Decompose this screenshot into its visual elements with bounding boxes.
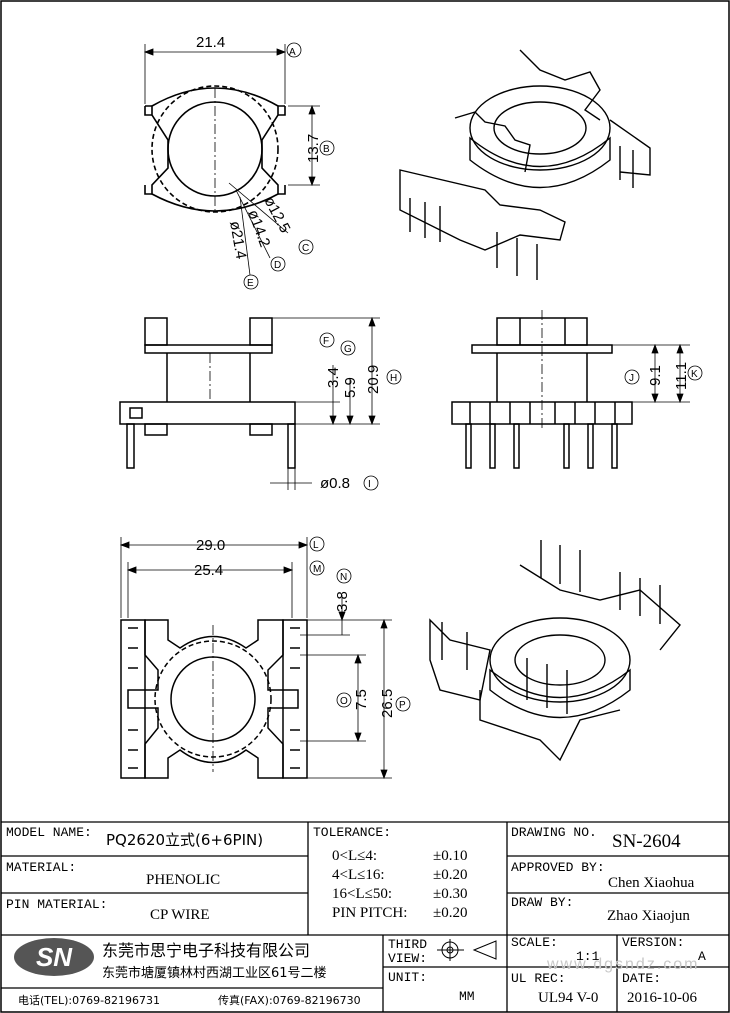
iso-view-bottom [429,540,681,762]
side-view-left [119,317,296,469]
pin-material-label: PIN MATERIAL: [6,897,108,912]
dim-l-text: 29.0 [196,537,225,554]
dim-e-tag: E [247,278,254,289]
dim-tags-side [319,332,402,491]
dim-lines-side [270,316,380,490]
draw-label: DRAW BY: [511,895,574,910]
tol-range-2: 16<L≤50: [332,886,393,902]
model-value: PQ2620立式(6+6PIN) [106,831,264,849]
dim-lines-top [143,44,320,276]
dim-l-tag: L [313,540,319,551]
iso-view-top [399,49,651,280]
ul-label: UL REC: [511,971,566,986]
dim-lines-right [612,343,690,404]
tol-value-1: ±0.20 [433,867,468,883]
dim-c-tag: C [302,243,309,254]
dim-p-text: 26.5 [379,689,396,718]
dim-g-tag: G [344,344,352,355]
dim-k-tag: K [691,369,698,380]
company-address: 东莞市塘厦镇林村西湖工业区61号二楼 [102,966,327,981]
material-value: PHENOLIC [146,872,221,888]
dim-n-text: 3.8 [334,591,351,612]
third-angle-symbol [437,939,497,961]
dim-m-text: 25.4 [194,562,223,579]
dim-o-text: 7.5 [353,689,370,710]
dim-b-tag: B [323,144,330,155]
title-block-grid [1,821,729,1012]
company-fax: 传真(FAX):0769-82196730 [218,994,361,1007]
dim-g-text: 3.4 [325,367,342,388]
tol-value-0: ±0.10 [433,848,468,864]
date-value: 2016-10-06 [627,990,697,1006]
title-block: MODEL NAME: PQ2620立式(6+6PIN) MATERIAL: P… [0,821,730,1013]
dim-91-text: 9.1 [647,365,664,386]
tol-value-2: ±0.30 [433,886,468,902]
drawing-no-label: DRAWING NO. [511,825,597,840]
company-logo: SN [14,938,94,976]
dim-d-tag: D [274,260,281,271]
model-label: MODEL NAME: [6,825,92,840]
top-view-upper [144,85,286,213]
dim-lines-bottom [119,537,392,780]
dim-f-tag: F [323,336,329,347]
material-label: MATERIAL: [6,860,77,875]
website-watermark: www.dgsndz.com [547,956,700,973]
tol-value-3: ±0.20 [433,905,468,921]
scale-label: SCALE: [511,935,558,950]
third-label: THIRD [388,937,428,952]
dim-o-tag: O [340,696,348,707]
dim-h-tag: H [390,373,397,384]
dim-59-text: 5.9 [342,377,359,398]
unit-label: UNIT: [388,970,428,985]
version-label: VERSION: [622,935,685,950]
tolerance-label: TOLERANCE: [313,825,392,840]
ul-value: UL94 V-0 [538,990,599,1006]
side-view-right [451,310,633,469]
dim-a-tag: A [289,47,296,58]
dim-m-tag: M [313,564,321,575]
dim-tags-right [624,365,703,385]
company-tel: 电话(TEL):0769-82196731 [18,994,161,1007]
dim-j-tag: J [629,373,634,384]
draw-value: Zhao Xiaojun [607,908,690,924]
dim-a-text: 21.4 [196,34,225,51]
dim-e-text: ø21.4 [226,220,249,261]
dim-tags-bottom [309,536,411,712]
dim-n-tag: N [340,572,347,583]
bottom-view [120,619,308,779]
pin-material-value: CP WIRE [150,907,210,923]
tol-range-3: PIN PITCH: [332,905,408,921]
dim-tags-top [243,42,335,290]
unit-value: MM [459,989,475,1004]
scale-value: 1:1 [576,949,600,964]
dim-i-tag: I [368,479,371,490]
dim-b-text: 13.7 [305,134,322,163]
view-label: VIEW: [388,951,428,966]
drawing-no-value: SN-2604 [612,831,681,852]
dim-h-text: 20.9 [365,365,382,394]
tol-range-1: 4<L≤16: [332,867,385,883]
approved-value: Chen Xiaohua [608,875,695,891]
dim-i-text: ø0.8 [320,475,350,492]
tol-range-0: 0<L≤4: [332,848,378,864]
dim-p-tag: P [399,700,406,711]
approved-label: APPROVED BY: [511,860,605,875]
version-value: A [698,949,706,964]
dim-k-text: 11.1 [673,362,690,390]
company-name: 东莞市思宁电子科技有限公司 [102,941,311,960]
date-label: DATE: [622,971,662,986]
